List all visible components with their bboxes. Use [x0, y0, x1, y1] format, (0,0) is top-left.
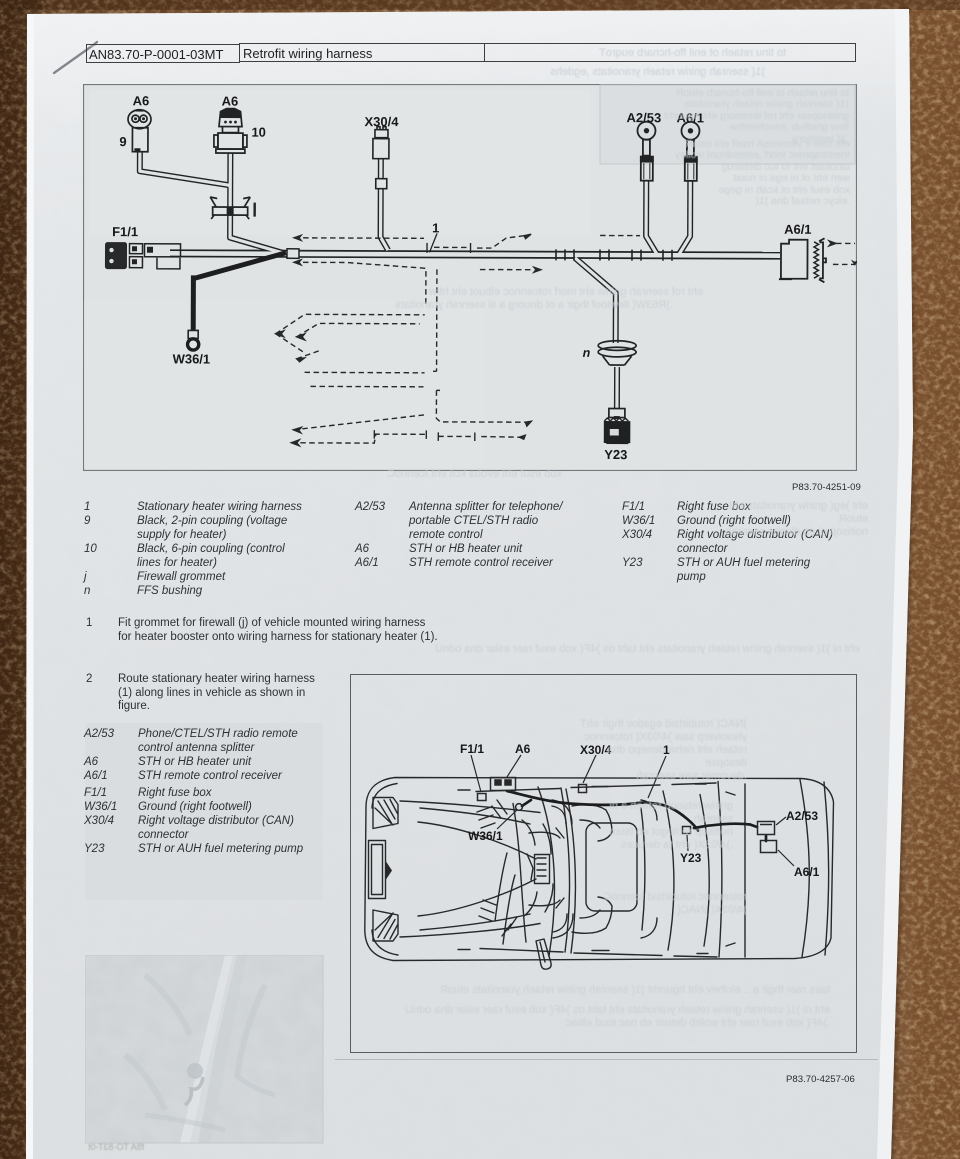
svg-text:W36/1: W36/1 [173, 351, 211, 366]
svg-text:A6: A6 [133, 93, 150, 108]
svg-text:A6/1: A6/1 [784, 222, 812, 237]
svg-text:A2/53: A2/53 [626, 110, 661, 125]
svg-text:1: 1 [432, 220, 439, 235]
svg-text:A2/53: A2/53 [786, 809, 818, 823]
svg-text:W36/1: W36/1 [468, 829, 503, 843]
svg-text:A6/1: A6/1 [794, 865, 820, 879]
svg-text:1: 1 [663, 743, 670, 757]
svg-text:A6: A6 [222, 94, 239, 109]
svg-text:10: 10 [251, 125, 266, 140]
svg-text:F1/1: F1/1 [460, 742, 484, 756]
svg-text:A6: A6 [515, 742, 531, 756]
svg-text:X30/4: X30/4 [364, 114, 399, 129]
svg-text:A6/1: A6/1 [676, 110, 704, 125]
svg-text:Y23: Y23 [604, 447, 627, 462]
svg-text:Y23: Y23 [680, 851, 702, 865]
svg-text:9: 9 [119, 134, 126, 149]
svg-text:X30/4: X30/4 [580, 743, 612, 757]
svg-text:F1/1: F1/1 [112, 224, 138, 239]
svg-text:n: n [583, 346, 591, 360]
